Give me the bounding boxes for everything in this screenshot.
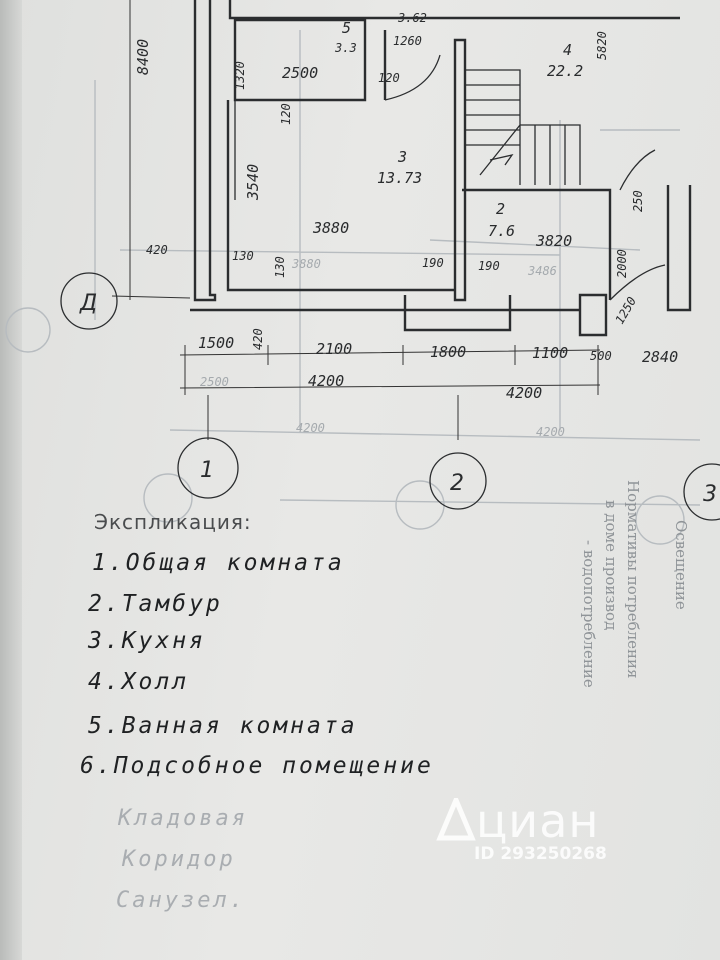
dim-2500: 2500	[282, 64, 318, 82]
stair	[465, 69, 581, 185]
ghost-dim-3880: 3880	[291, 257, 321, 271]
axis-markers: Д 1 2 3	[60, 272, 720, 521]
ghost-dim-3486: 3486	[527, 264, 557, 278]
legend-item-2: 2.Тамбур	[88, 591, 223, 617]
dim-3-62: 3.62	[397, 11, 427, 25]
ghost-dim-4200-b: 4200	[536, 425, 565, 439]
dim-2100: 2100	[316, 340, 352, 358]
legend-title: Экспликация:	[94, 510, 252, 534]
back-text-3: Нормативы потребления	[624, 480, 642, 679]
axis-marker-3	[683, 463, 720, 521]
legend-item-6: 6.Подсобное помещение	[80, 753, 434, 779]
legend-item-1: 1.Общая комната	[92, 550, 345, 576]
dim-500: 500	[590, 349, 612, 363]
doors	[384, 54, 666, 301]
room-2-area: 7.6	[488, 222, 515, 240]
walls	[190, 0, 692, 337]
dim-4200-b: 4200	[506, 384, 542, 402]
dim-3540: 3540	[244, 164, 262, 201]
dim-120-left: 120	[279, 103, 293, 125]
watermark-logo-icon	[436, 798, 476, 841]
room-5-number: 5	[342, 19, 351, 37]
ghost-legend-item-3: Санузел.	[116, 888, 246, 913]
back-text-4: Освещение	[672, 520, 690, 610]
room-4-area: 22.2	[547, 62, 583, 80]
dim-250: 250	[631, 190, 645, 212]
dim-1320: 1320	[233, 61, 247, 90]
axis-3-label: 3	[703, 482, 717, 507]
back-text-2: в доме производ	[602, 500, 620, 631]
dim-2840: 2840	[642, 348, 678, 366]
dim-190-a: 190	[422, 256, 444, 270]
watermark-brand: циан	[476, 794, 600, 848]
dimension-lines	[111, 0, 601, 440]
page-fold	[0, 0, 22, 960]
room-5-area: 3.3	[334, 41, 357, 55]
dim-1800: 1800	[430, 343, 466, 361]
room-3-number: 3	[397, 148, 407, 166]
axis-2-label: 2	[450, 471, 464, 496]
axis-row-label: Д	[79, 291, 97, 316]
dim-420: 420	[251, 328, 265, 350]
dim-190-b: 190	[478, 259, 500, 273]
dim-130-a: 130	[232, 249, 254, 263]
legend-item-3: 3.Кухня	[88, 628, 206, 654]
watermark: циан ID 293250268	[436, 794, 676, 874]
dim-130-b: 130	[273, 256, 287, 278]
axis-1-label: 1	[200, 458, 214, 483]
ghost-lines	[5, 30, 701, 545]
dim-2000: 2000	[615, 249, 629, 278]
dim-3820: 3820	[535, 232, 572, 250]
ghost-legend-item-1: Кладовая	[118, 806, 248, 831]
dim-120-top: 120	[378, 71, 400, 85]
legend-item-4: 4.Холл	[88, 669, 190, 695]
legend-item-5: 5.Ванная комната	[88, 713, 358, 739]
back-text-1: - водопотребление	[580, 540, 598, 688]
axis-marker-1	[177, 437, 239, 499]
ghost-dim-2500: 2500	[200, 375, 229, 389]
dim-1100: 1100	[532, 344, 568, 362]
room-3-area: 13.73	[377, 169, 422, 187]
room-4-number: 4	[563, 41, 572, 59]
axis-marker-2	[429, 452, 487, 510]
dim-1500: 1500	[198, 334, 234, 352]
ghost-legend-item-2: Коридор	[122, 847, 236, 872]
dim-1250: 1250	[612, 294, 639, 326]
dim-1260: 1260	[393, 34, 422, 48]
dim-4200-a: 4200	[308, 372, 344, 390]
ghost-dim-4200: 4200	[296, 421, 325, 435]
dim-8400: 8400	[134, 39, 152, 75]
dim-3880: 3880	[312, 219, 349, 237]
watermark-id: ID 293250268	[474, 844, 607, 864]
dim-5820: 5820	[595, 31, 609, 60]
dim-420-left: 420	[146, 243, 168, 257]
room-2-number: 2	[496, 200, 505, 218]
axis-marker-row	[60, 272, 118, 330]
